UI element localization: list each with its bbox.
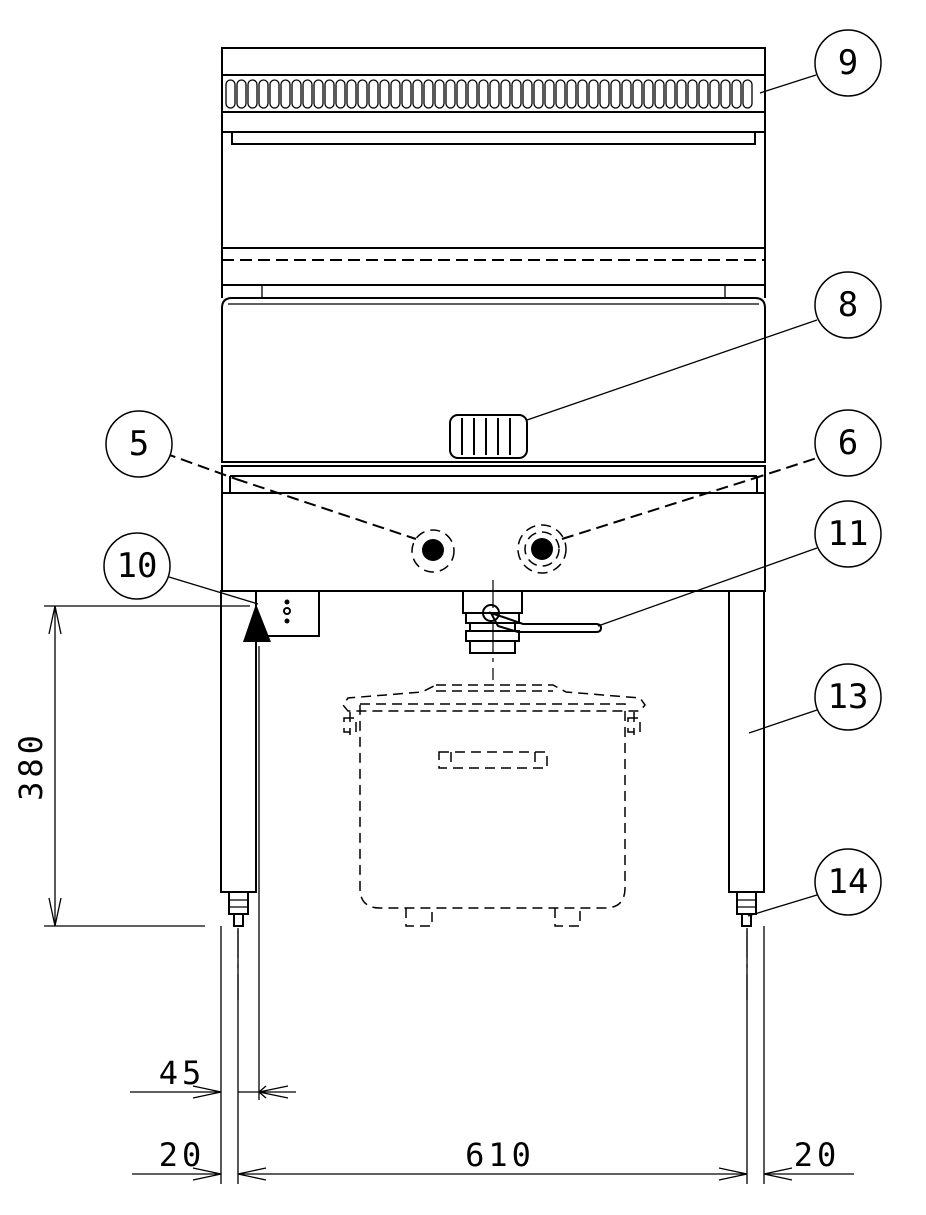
upper-body	[221, 132, 766, 298]
front-door-panel	[221, 297, 766, 467]
control-body	[221, 465, 766, 592]
vent-slot	[390, 79, 401, 109]
vent-slot	[445, 79, 456, 109]
door-handle	[449, 414, 528, 459]
leader-lines	[163, 74, 818, 917]
vent-slot	[324, 79, 335, 109]
vent-slot	[522, 79, 533, 109]
callout-11: 11	[814, 500, 882, 568]
vent-slot	[676, 79, 687, 109]
vent-slot	[621, 79, 632, 109]
callout-14: 14	[814, 848, 882, 916]
callout-5: 5	[105, 410, 173, 478]
vent-slot	[720, 79, 731, 109]
thermostat-knob	[517, 524, 567, 574]
callout-13: 13	[814, 663, 882, 731]
vent-slot	[423, 79, 434, 109]
right-leg	[728, 590, 765, 927]
vent-slot	[357, 79, 368, 109]
callout-8-label: 8	[838, 285, 858, 325]
vent-slot	[379, 79, 390, 109]
vent-slot	[742, 79, 753, 109]
vent-slots	[225, 79, 753, 109]
gas-inlet-bracket	[243, 590, 320, 665]
dimension-380: 380	[12, 731, 50, 801]
dimension-lines	[44, 605, 854, 1184]
vent-slot	[588, 79, 599, 109]
left-leg	[220, 590, 257, 927]
callout-11-label: 11	[828, 514, 869, 554]
callout-10: 10	[103, 532, 171, 600]
vent-slot	[544, 79, 555, 109]
flue-cover	[221, 47, 766, 145]
callout-13-label: 13	[828, 677, 869, 717]
vent-slot	[709, 79, 720, 109]
vent-slot	[599, 79, 610, 109]
vent-slot	[280, 79, 291, 109]
vent-slot	[533, 79, 544, 109]
vent-slot	[236, 79, 247, 109]
callout-6: 6	[814, 409, 882, 477]
vent-slot	[368, 79, 379, 109]
burner-knob	[411, 529, 455, 573]
vent-slot	[500, 79, 511, 109]
dimension-20-left: 20	[159, 1136, 206, 1174]
vent-slot	[643, 79, 654, 109]
vent-slot	[412, 79, 423, 109]
drain-valve	[462, 590, 603, 654]
callout-6-label: 6	[838, 423, 858, 463]
vent-slot	[687, 79, 698, 109]
callout-8: 8	[814, 271, 882, 339]
callout-5-label: 5	[129, 424, 149, 464]
vent-slot	[489, 79, 500, 109]
vent-slot	[258, 79, 269, 109]
vent-slot	[247, 79, 258, 109]
vent-slot	[731, 79, 742, 109]
callout-14-label: 14	[828, 862, 869, 902]
oil-pan	[342, 684, 646, 927]
vent-slot	[566, 79, 577, 109]
dimension-20-right: 20	[794, 1136, 841, 1174]
vent-slot	[401, 79, 412, 109]
vent-slot	[555, 79, 566, 109]
vent-slot	[610, 79, 621, 109]
vent-slot	[269, 79, 280, 109]
dimension-45: 45	[159, 1054, 206, 1092]
vent-slot	[467, 79, 478, 109]
vent-slot	[665, 79, 676, 109]
vent-slot	[511, 79, 522, 109]
callout-9: 9	[814, 29, 882, 97]
callout-10-label: 10	[117, 546, 158, 586]
vent-slot	[225, 79, 236, 109]
callout-9-label: 9	[838, 43, 858, 83]
vent-slot	[632, 79, 643, 109]
vent-slot	[346, 79, 357, 109]
vent-slot	[434, 79, 445, 109]
vent-slot	[313, 79, 324, 109]
vent-slot	[302, 79, 313, 109]
vent-slot	[291, 79, 302, 109]
dimension-610: 610	[465, 1136, 535, 1174]
vent-slot	[456, 79, 467, 109]
vent-slot	[478, 79, 489, 109]
vent-slot	[577, 79, 588, 109]
vent-slot	[698, 79, 709, 109]
vent-slot	[335, 79, 346, 109]
vent-slot	[654, 79, 665, 109]
